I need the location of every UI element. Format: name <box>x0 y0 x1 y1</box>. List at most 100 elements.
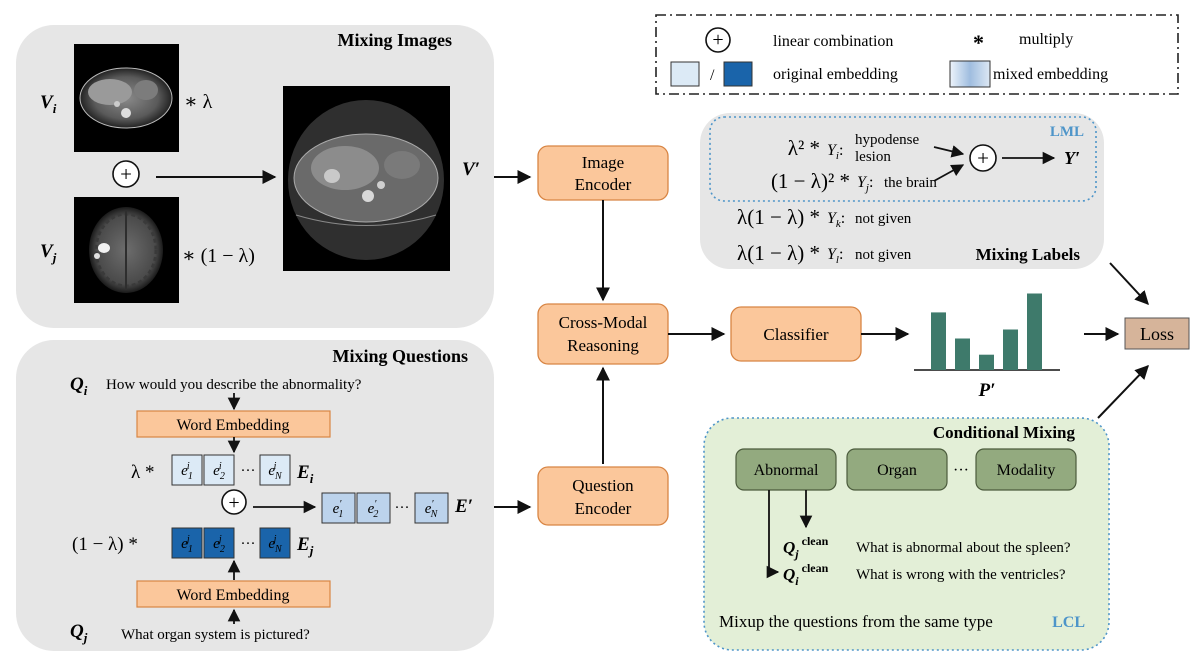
label-row2-coef: (1 − λ)² * <box>771 169 850 193</box>
qi-clean-text: What is wrong with the ventricles? <box>856 567 1066 583</box>
mixed-image <box>283 86 450 271</box>
question-encoder-box <box>537 466 669 526</box>
lambda-mult-q: λ * <box>131 462 154 483</box>
p-prime-bar-1 <box>931 312 946 370</box>
plus-circle-icon <box>705 27 731 53</box>
qi-text: How would you describe the abnormality? <box>106 377 362 393</box>
conditional-to-loss-arrow <box>1097 364 1149 419</box>
plus-glyph: + <box>712 29 723 51</box>
word-embedding-top-box <box>136 410 331 438</box>
question-plus-glyph: + <box>228 492 239 514</box>
ej-cell-2-text: e2j <box>213 534 225 555</box>
cross-modal-line1: Cross-Modal <box>559 313 648 332</box>
word-embedding-bottom-label: Word Embedding <box>177 587 290 604</box>
type-abnormal-label: Abnormal <box>754 462 819 479</box>
ej-cell-1-text: e1j <box>181 534 193 555</box>
label-row2-arrow <box>933 164 965 182</box>
question-encoder-line1: Question <box>572 476 634 495</box>
mixed-swatch <box>949 60 991 88</box>
emix-cell-1 <box>321 492 356 524</box>
ej-embedding-row: e1j e2j ··· eNj <box>171 527 291 559</box>
emix-embedding-row: e′1 e′2 ··· e′N <box>321 492 449 524</box>
label-row1-text1: hypodense <box>855 132 919 148</box>
label-row3-text: not given <box>855 211 912 227</box>
y-prime-label: Y′ <box>1064 148 1080 168</box>
word-embedding-bottom-box <box>136 580 331 608</box>
ej-label: Ej <box>296 534 314 558</box>
label-row1-text2: lesion <box>855 149 891 165</box>
mult-lambda: ∗ λ <box>184 91 213 113</box>
ej-cell-2 <box>203 527 235 559</box>
labels-to-loss-arrow <box>1109 262 1149 306</box>
emix-cell-2-text: e′2 <box>368 499 379 520</box>
p-prime-bar-3 <box>979 354 994 370</box>
pipeline: Image Encoder Cross-Modal Reasoning Ques… <box>494 145 1190 526</box>
label-row2-y: Yj: <box>857 174 873 194</box>
lcl-tag: LCL <box>1052 614 1085 631</box>
ej-dots: ··· <box>241 536 256 552</box>
legend-linear-combination: linear combination <box>773 33 893 50</box>
label-row2-text: the brain <box>884 175 937 191</box>
type-abnormal-box <box>735 448 837 491</box>
legend-original-embedding: original embedding <box>773 66 898 83</box>
one-minus-mult-q: (1 − λ) * <box>72 534 138 555</box>
qj-text: What organ system is pictured? <box>121 627 310 643</box>
image-encoder-line1: Image <box>582 153 624 172</box>
mixing-questions-bg <box>16 340 494 651</box>
label-row1-arrow <box>933 145 965 158</box>
abnormal-to-qi-arrow <box>766 490 780 579</box>
label-plus-glyph: + <box>977 146 989 170</box>
ei-cell-2 <box>203 454 235 486</box>
ei-embedding-row: e1i e2i ··· eNi <box>171 454 291 486</box>
qi-clean-label: Qiclean <box>783 561 829 588</box>
label-row4-text: not given <box>855 247 912 263</box>
ei-cell-1 <box>171 454 203 486</box>
ej-cell-1 <box>171 527 203 559</box>
conditional-mixing-footer: Mixup the questions from the same type <box>719 612 993 631</box>
qj-clean-text: What is abnormal about the spleen? <box>856 540 1071 556</box>
p-prime-bar-4 <box>1003 329 1018 370</box>
p-prime-bar-chart <box>914 293 1060 371</box>
type-dots: ··· <box>953 462 969 479</box>
legend: + linear combination * multiply / origin… <box>655 14 1179 95</box>
label-plus-icon <box>969 144 997 172</box>
type-modality-label: Modality <box>997 462 1056 479</box>
label-row1-y: Yi: <box>827 142 843 162</box>
image-plus-icon <box>112 160 140 188</box>
conditional-mixing-title: Conditional Mixing <box>933 423 1076 442</box>
e-prime-label: E′ <box>454 496 473 517</box>
emix-cell-1-text: e′1 <box>333 499 344 520</box>
ei-dots: ··· <box>241 463 256 479</box>
p-prime-bar-5 <box>1027 293 1042 370</box>
original-dark-swatch <box>723 61 753 87</box>
v-prime-label: V′ <box>462 159 480 180</box>
vj-label: Vj <box>40 241 57 265</box>
label-row4-coef: λ(1 − λ) * <box>737 241 820 265</box>
legend-mixed-embedding: mixed embedding <box>993 66 1108 83</box>
question-encoder-line2: Encoder <box>575 499 632 518</box>
ct-image-vi <box>74 44 179 152</box>
qj-label: Qj <box>70 621 88 645</box>
vi-label: Vi <box>40 92 57 116</box>
type-organ-box <box>846 448 948 491</box>
legend-multiply: multiply <box>1019 31 1073 48</box>
emix-cell-2 <box>356 492 391 524</box>
emix-dots: ··· <box>395 500 410 516</box>
label-row3-coef: λ(1 − λ) * <box>737 205 820 229</box>
mixing-labels-panel: LML λ² * Yi: hypodense lesion (1 − λ)² *… <box>700 113 1104 269</box>
ei-cell-2-text: e2i <box>213 461 225 482</box>
star-glyph: * <box>973 30 984 55</box>
loss-box <box>1124 317 1190 350</box>
label-row4-y: Yl: <box>827 246 843 266</box>
ei-label: Ei <box>296 462 314 486</box>
classifier-label: Classifier <box>763 325 828 344</box>
question-plus-icon <box>221 489 247 515</box>
mixing-questions-panel: Mixing Questions Qi How would you descri… <box>16 340 494 651</box>
image-plus-glyph: + <box>120 162 132 186</box>
ei-cell-n <box>259 454 291 486</box>
mult-one-minus-lambda: ∗ (1 − λ) <box>182 245 255 267</box>
ej-cell-n <box>259 527 291 559</box>
mixing-labels-title: Mixing Labels <box>976 245 1081 264</box>
cross-modal-line2: Reasoning <box>567 336 639 355</box>
